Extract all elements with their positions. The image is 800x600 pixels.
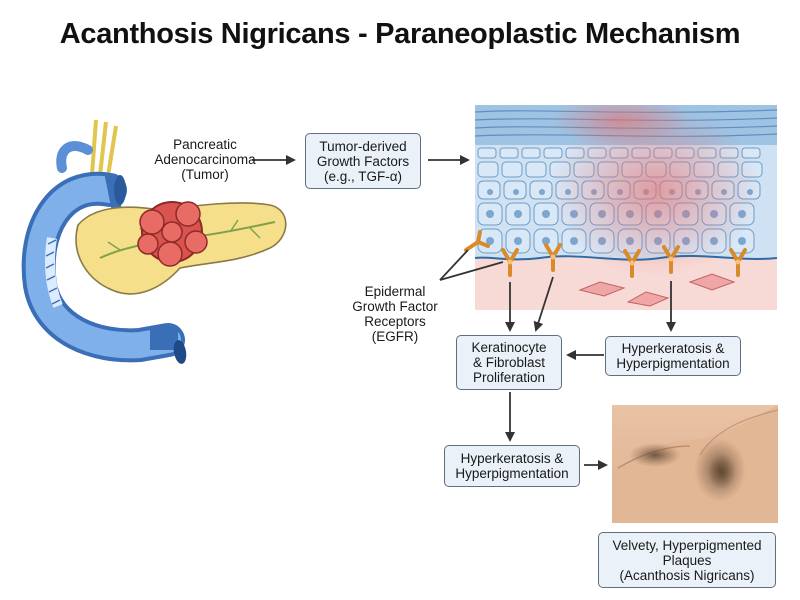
hyperkeratosis-box-left: Hyperkeratosis & Hyperpigmentation	[444, 445, 580, 487]
diagram-title: Acanthosis Nigricans - Paraneoplastic Me…	[59, 18, 741, 50]
growth-factors-box: Tumor-derived Growth Factors (e.g., TGF-…	[305, 133, 421, 189]
pancreas-illustration	[21, 119, 287, 364]
arrow-egfr-to-proliferation-2	[533, 276, 554, 332]
skin-cross-section	[475, 105, 777, 310]
acanthosis-plaques-box: Velvety, Hyperpigmented Plaques (Acantho…	[598, 532, 776, 588]
egfr-pointer-2	[439, 261, 504, 281]
hyperkeratosis-box-right: Hyperkeratosis & Hyperpigmentation	[605, 336, 741, 376]
egfr-label: Epidermal Growth Factor Receptors (EGFR)	[352, 284, 438, 344]
armpit-illustration	[612, 405, 778, 523]
flow-arrows	[252, 155, 676, 470]
tumor-label: Pancreatic Adenocarcinoma (Tumor)	[154, 137, 256, 182]
egfr-pointer-1	[439, 249, 469, 281]
proliferation-box: Keratinocyte & Fibroblast Proliferation	[456, 335, 562, 390]
